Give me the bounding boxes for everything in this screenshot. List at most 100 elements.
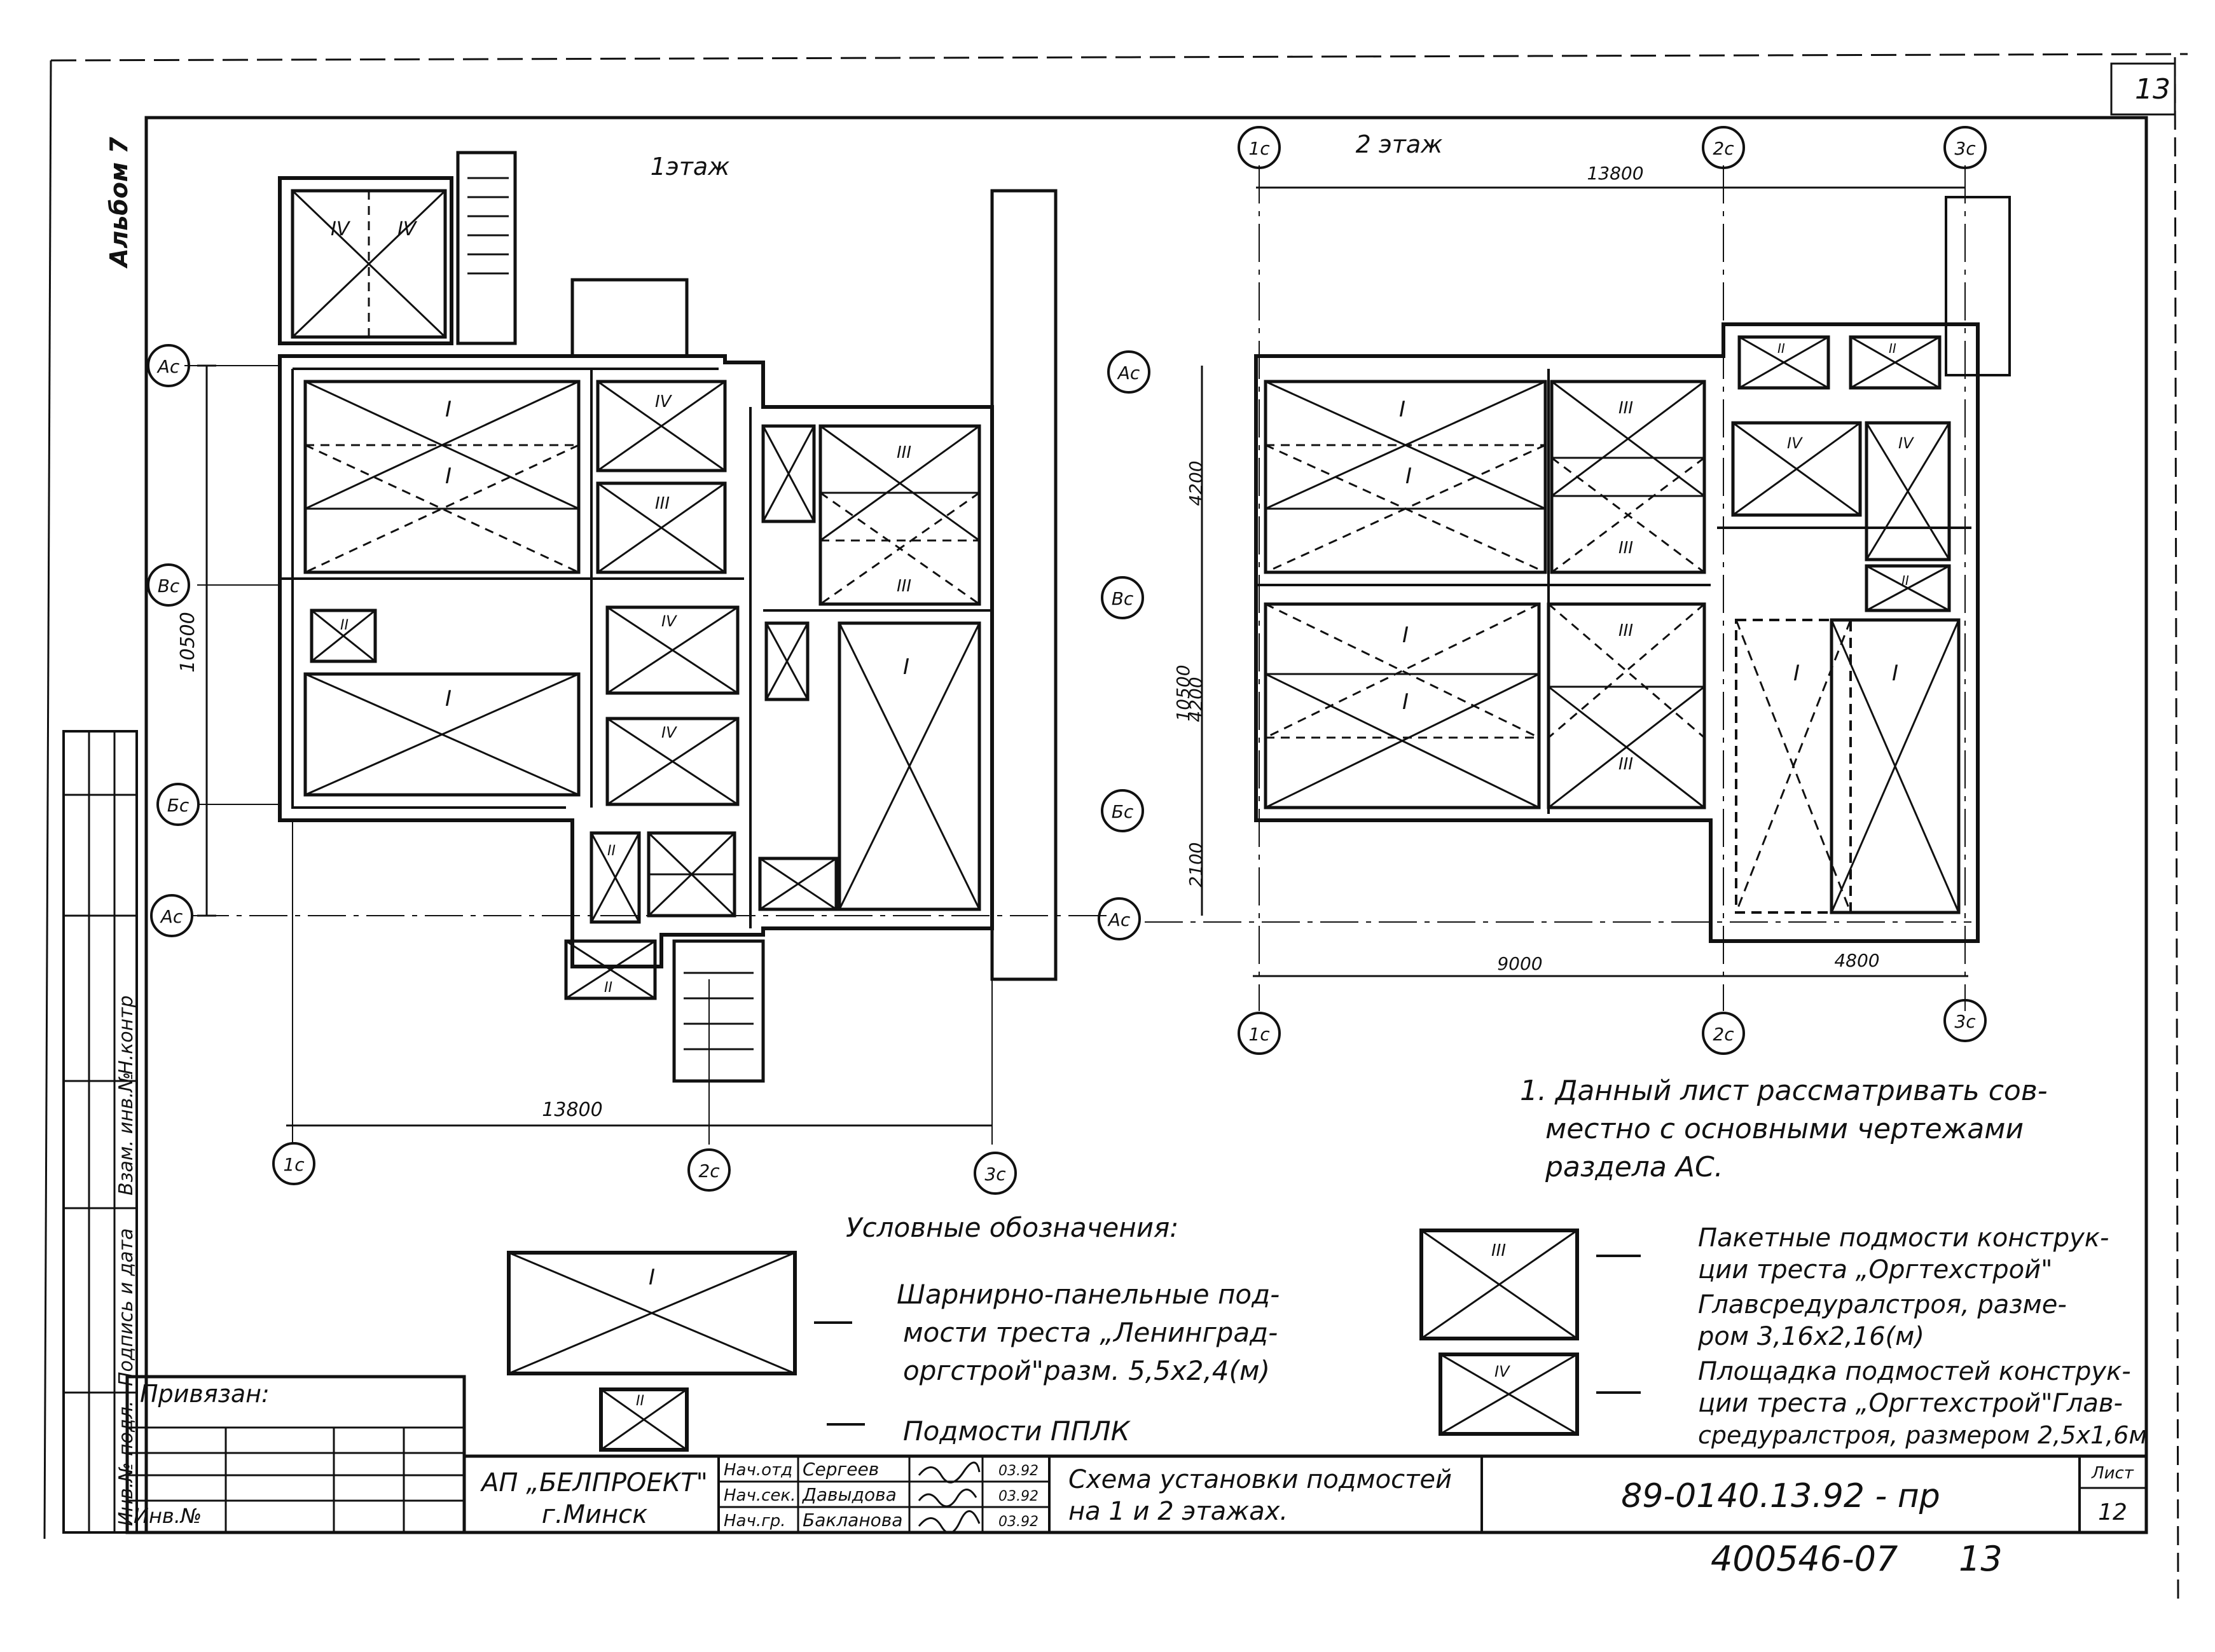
scaffold-mark: II <box>1901 573 1909 588</box>
f1-axis-row-4: Ас <box>150 894 193 937</box>
legend-text-i-3: оргстрой"разм. 5,5х2,4(м) <box>903 1355 1270 1386</box>
legend-text-iv-3: средуралстроя, размером 2,5х1,6м <box>1698 1421 2147 1449</box>
scaffold-mark: I <box>1892 661 1898 686</box>
scaffold-f2-j: I <box>1735 619 1852 914</box>
scaffold-f1-h: I <box>303 672 581 797</box>
note-line-2: местно с основными чертежами <box>1545 1113 2024 1145</box>
legend-text-ii-1: Подмости ППЛК <box>903 1415 1131 1447</box>
scaffold-f2-g: IV <box>1731 421 1862 517</box>
f2-axis-row-3: Бс <box>1101 789 1144 832</box>
side-label-nkontr: Н.контр <box>115 995 137 1075</box>
legend-item-iii: III Пакетные подмости конструк- ции трес… <box>1419 1223 2109 1351</box>
scaffold-mark: IV <box>397 218 418 240</box>
scaffold-mark: III <box>897 443 911 462</box>
scaffold-mark: I <box>1402 623 1409 648</box>
scaffold-mark: II <box>604 980 612 996</box>
legend-item-iv: IV Площадка подмостей конструк- ции трес… <box>1439 1353 2147 1449</box>
f1-axis-row-3: Бс <box>156 783 200 826</box>
legend-text-iii-3: Главсредуралстроя, разме- <box>1698 1290 2067 1319</box>
f1-axis-row-1: Ас <box>147 344 190 387</box>
scaffold-f1-g: II <box>310 609 377 663</box>
scaffold-f2-i: II <box>1865 564 1951 612</box>
f2-axis-col-top-3: 3с <box>1943 126 1987 169</box>
f2-dim-overall: 13800 <box>1587 163 1643 184</box>
page-corner-number: 13 <box>2135 73 2170 106</box>
scaffold-f2-k: I <box>1830 618 1961 914</box>
svg-text:Ас: Ас <box>1107 909 1131 930</box>
scaffold-mark: IV <box>661 724 677 741</box>
scaffold-f1-i: IV <box>605 605 740 695</box>
svg-text:2с: 2с <box>1713 1024 1734 1045</box>
svg-text:1с: 1с <box>283 1154 305 1175</box>
scaffold-mark: I <box>445 397 452 422</box>
svg-text:3с: 3с <box>1954 138 1976 159</box>
f2-axis-col-bot-3: 3с <box>1943 999 1987 1042</box>
scaffold-mark: IV <box>655 392 673 411</box>
title-block: Привязан: Инв.№ АП „БЕЛПРОЕКТ" г.Минск Н… <box>125 1375 2148 1579</box>
stamp-code: 89-0140.13.92 - пр <box>1621 1477 1940 1515</box>
legend-text-iii-2: ции треста „Оргтехстрой" <box>1698 1255 2053 1284</box>
scaffold-mark: III <box>897 577 911 596</box>
svg-text:1с: 1с <box>1248 138 1270 159</box>
stamp-title-line-2: на 1 и 2 этажах. <box>1068 1497 1288 1526</box>
f2-dim-left: 9000 <box>1497 953 1542 974</box>
scaffold-f1-j: IV <box>605 717 740 806</box>
legend: Условные обозначения: I Шарнирно-панельн… <box>507 1212 2147 1452</box>
scaffold-mark: IV <box>661 612 677 630</box>
stamp-city: г.Минск <box>542 1500 648 1529</box>
scaffold-f1-m: II <box>590 831 641 924</box>
scaffold-mark: I <box>445 464 452 489</box>
f2-axis-col-top-2: 2с <box>1702 126 1745 169</box>
legend-text-i-1: Шарнирно-панельные под- <box>897 1279 1280 1310</box>
svg-text:3с: 3с <box>984 1164 1006 1185</box>
stamp-sheet-no: 12 <box>2098 1499 2127 1525</box>
album-label: Альбом 7 <box>105 137 133 269</box>
scaffold-mark: II <box>1889 341 1896 356</box>
svg-text:Вс: Вс <box>1112 588 1134 609</box>
scaffold-f1-f: III III <box>818 424 981 606</box>
legend-item-ii: II Подмости ППЛК <box>599 1387 1131 1452</box>
stamp-date-3: 03.92 <box>998 1514 1038 1530</box>
scaffold-mark: III <box>1618 539 1633 558</box>
scaffold-f1-o <box>758 857 838 911</box>
stamp-date-2: 03.92 <box>998 1489 1038 1504</box>
scaffold-mark: IV <box>331 218 351 240</box>
scaffold-mark: III <box>1618 621 1633 640</box>
legend-mark-iv: IV <box>1494 1363 1510 1380</box>
svg-text:Бс: Бс <box>167 795 190 816</box>
f1-dim-depth: 10500 <box>177 612 199 672</box>
scaffold-f1-p: II <box>564 939 657 1000</box>
f1-axis-col-2: 2с <box>687 1148 731 1192</box>
scaffold-f1-n <box>647 831 736 918</box>
scaffold-mark: I <box>1405 464 1412 489</box>
legend-text-iii-1: Пакетные подмости конструк- <box>1698 1223 2109 1253</box>
scaffold-f1-d: III <box>596 481 727 574</box>
scaffold-mark: III <box>1618 399 1633 418</box>
f2-axis-col-top-1: 1с <box>1238 126 1281 169</box>
side-label-vzam: Взам. инв.№ <box>115 1072 137 1195</box>
svg-text:Ас: Ас <box>160 906 183 927</box>
legend-mark-ii: II <box>636 1393 644 1409</box>
signature-2 <box>918 1489 977 1508</box>
scaffold-f1-e <box>761 424 816 523</box>
svg-text:1с: 1с <box>1248 1024 1270 1045</box>
scaffold-f2-a: I I <box>1264 380 1547 574</box>
stamp-sheet-label: Лист <box>2091 1464 2134 1483</box>
scaffold-f2-e: II <box>1737 335 1830 390</box>
scaffold-mark: I <box>903 654 909 680</box>
svg-text:Бс: Бс <box>1112 801 1134 822</box>
f1-dim-overall: 13800 <box>542 1099 602 1121</box>
legend-text-i-2: мости треста „Ленинград- <box>903 1317 1278 1348</box>
stamp-name-2: Давыдова <box>801 1484 897 1505</box>
scaffold-mark: I <box>1399 397 1405 422</box>
scaffold-f1-l: I <box>838 621 981 911</box>
legend-text-iv-1: Площадка подмостей конструк- <box>1698 1357 2131 1386</box>
stamp-name-3: Бакланова <box>803 1510 902 1531</box>
scaffold-mark: III <box>1618 755 1633 774</box>
scaffold-mark: I <box>1793 661 1800 686</box>
legend-title: Условные обозначения: <box>846 1212 1178 1243</box>
f1-axis-col-1: 1с <box>272 1142 315 1185</box>
svg-text:Ас: Ас <box>156 356 180 377</box>
scaffold-f1-b: I I <box>303 380 581 574</box>
